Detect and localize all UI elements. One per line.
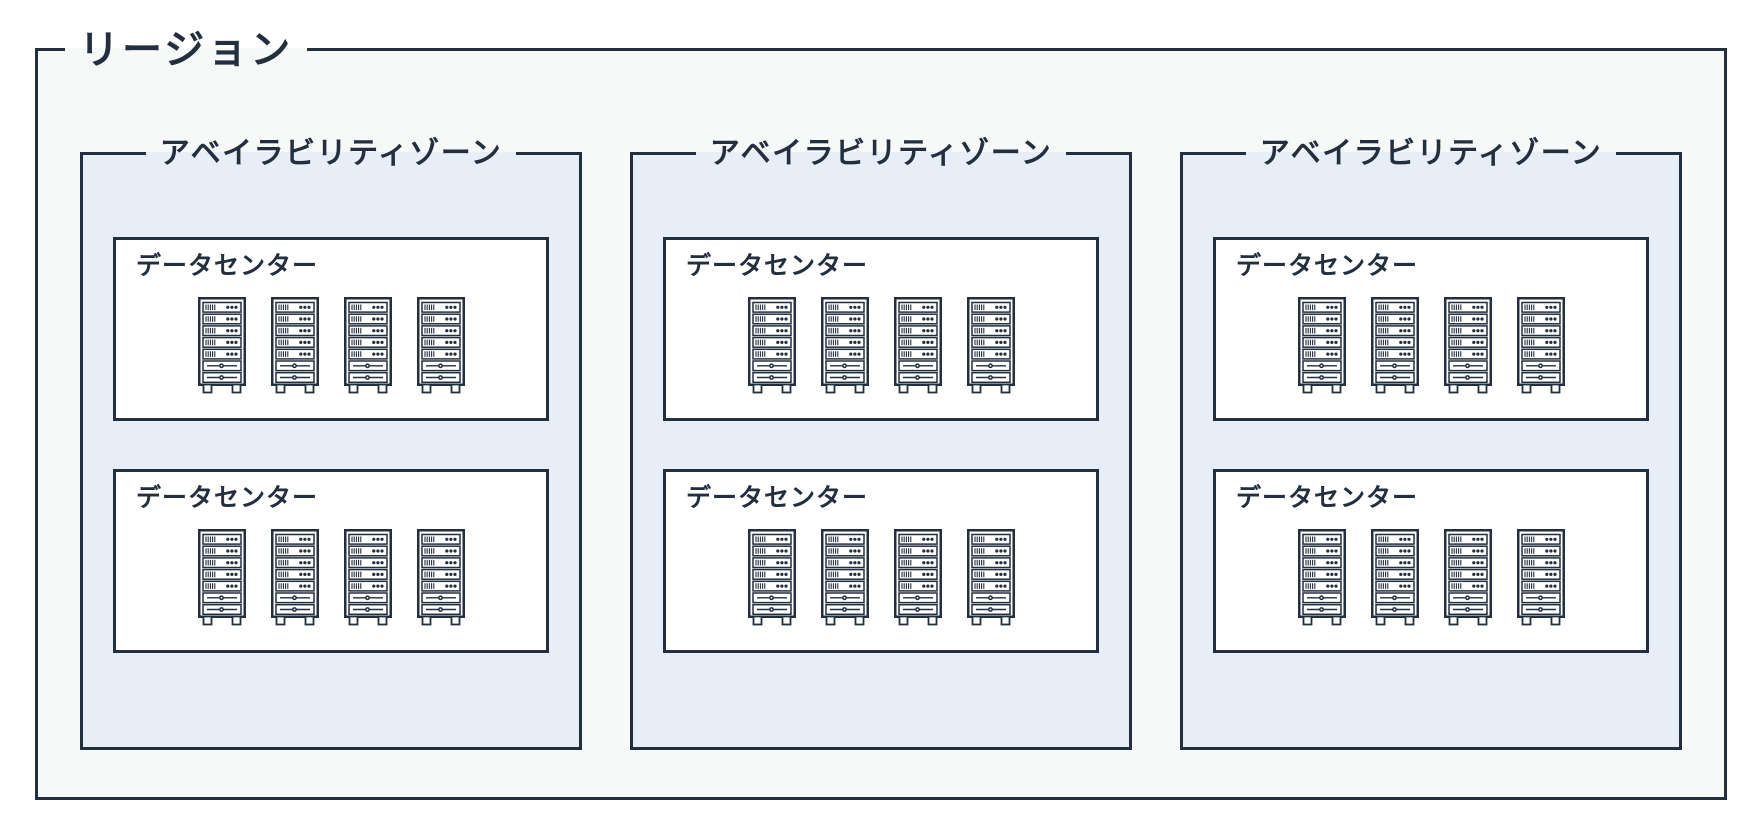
server-rack-icon [966,297,1015,394]
server-racks-row [1236,297,1626,394]
server-rack-icon [747,297,796,394]
server-rack-icon [820,529,869,626]
border-segment [630,152,696,155]
az-top-border: アベイラビリティゾーン [1180,138,1683,168]
data-center-label: データセンター [136,484,319,512]
server-rack-icon [416,529,465,626]
server-rack-icon [893,529,942,626]
server-rack-icon [1516,529,1565,626]
server-rack-icon [820,297,869,394]
server-rack-icon [1297,529,1346,626]
az-top-border: アベイラビリティゾーン [80,138,583,168]
server-racks-row [136,297,526,394]
data-center-label: データセンター [1236,252,1419,280]
data-center-label: データセンター [686,484,869,512]
server-rack-icon [197,529,246,626]
server-rack-icon [270,297,319,394]
availability-zone-label: アベイラビリティゾーン [159,136,503,170]
data-center-box: データセンター [113,237,549,421]
availability-zone-box-3: アベイラビリティゾーン データセンター [1180,138,1683,750]
data-center-box: データセンター [663,469,1099,653]
server-rack-icon [343,297,392,394]
server-rack-icon [270,529,319,626]
server-rack-icon [966,529,1015,626]
server-rack-icon [1443,297,1492,394]
server-rack-icon [416,297,465,394]
server-rack-icon [1297,297,1346,394]
data-center-label: データセンター [686,252,869,280]
availability-zones-row: アベイラビリティゾーン データセンター [38,48,1724,797]
server-rack-icon [343,529,392,626]
border-segment [80,152,146,155]
server-rack-icon [1370,297,1419,394]
border-segment [1616,152,1683,155]
server-rack-icon [893,297,942,394]
availability-zone-box-1: アベイラビリティゾーン データセンター [80,138,583,750]
server-racks-row [136,529,526,626]
border-segment [1066,152,1133,155]
az-top-border: アベイラビリティゾーン [630,138,1133,168]
server-rack-icon [1370,529,1419,626]
data-center-label: データセンター [1236,484,1419,512]
server-rack-icon [1443,529,1492,626]
data-center-box: データセンター [1213,469,1649,653]
availability-zone-label: アベイラビリティゾーン [1259,136,1603,170]
server-rack-icon [1516,297,1565,394]
data-center-box: データセンター [663,237,1099,421]
data-center-label: データセンター [136,252,319,280]
data-center-box: データセンター [1213,237,1649,421]
server-rack-icon [747,529,796,626]
availability-zone-box-2: アベイラビリティゾーン データセンター [630,138,1133,750]
data-center-box: データセンター [113,469,549,653]
region-box: リージョン アベイラビリティゾーン データセンター [35,30,1727,800]
border-segment [1180,152,1246,155]
border-segment [516,152,583,155]
server-racks-row [686,297,1076,394]
availability-zone-label: アベイラビリティゾーン [709,136,1053,170]
server-racks-row [686,529,1076,626]
server-rack-icon [197,297,246,394]
server-racks-row [1236,529,1626,626]
